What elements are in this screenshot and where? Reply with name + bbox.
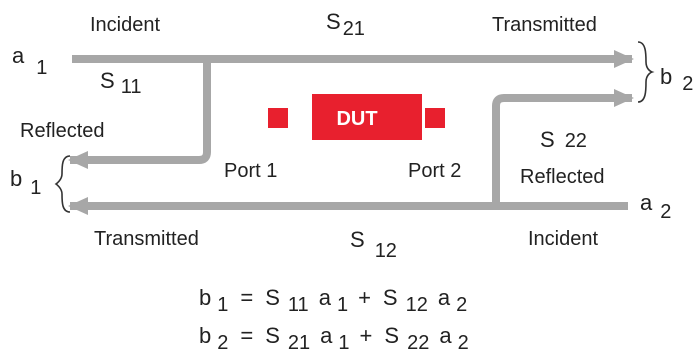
- transmitted-label-top: Transmitted: [492, 14, 597, 36]
- b2-brace: [637, 41, 655, 103]
- dut-right-terminal: [425, 108, 445, 128]
- port1-label: Port 1: [224, 160, 277, 182]
- reflected-s22-arrow: [492, 89, 634, 206]
- incident-label-bottom: Incident: [528, 228, 598, 250]
- dut-body: [312, 94, 422, 140]
- reflected-label-left: Reflected: [20, 120, 105, 142]
- reflected-s11-arrow: [68, 59, 211, 169]
- dut-left-terminal: [268, 108, 288, 128]
- dut-device: DUT: [268, 94, 445, 140]
- reflected-label-right: Reflected: [520, 166, 605, 188]
- dut-label: DUT: [336, 108, 377, 130]
- port2-label: Port 2: [408, 160, 461, 182]
- transmitted-label-bottom: Transmitted: [94, 228, 199, 250]
- incident-label-top: Incident: [90, 14, 160, 36]
- b1-brace: [54, 155, 71, 213]
